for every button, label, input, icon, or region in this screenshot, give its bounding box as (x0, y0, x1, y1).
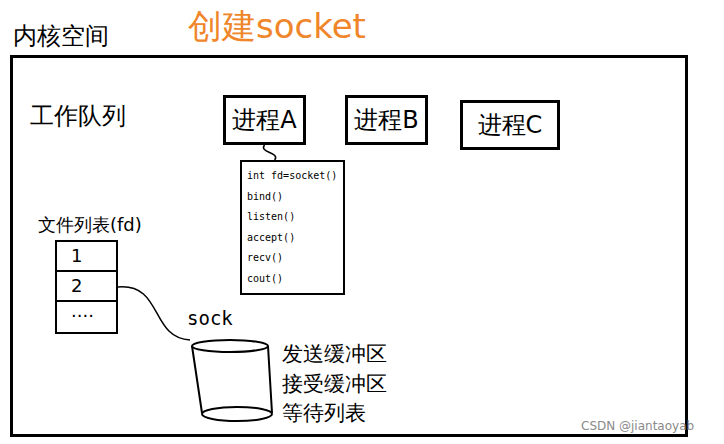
process-box: 进程B (345, 95, 428, 145)
code-line: cout() (247, 269, 338, 290)
node-heading: sock (187, 307, 233, 329)
part-name: 接受缓冲区 (282, 370, 387, 398)
code-box: int fd=socket()bind()listen()accept()rec… (240, 160, 345, 295)
diagram-title: 创建socket (188, 4, 366, 50)
table-cell: ···· (57, 302, 116, 332)
node-text: 进程B (354, 104, 418, 136)
connector-line (118, 287, 190, 340)
part-name: 等待列表 (282, 399, 366, 427)
code-line: recv() (247, 248, 338, 269)
table-heading: 文件列表(fd) (38, 213, 142, 237)
cylinder-outline (190, 338, 274, 424)
sock-cylinder: sock发送缓冲区接受缓冲区等待列表 (190, 338, 274, 424)
process-box: 进程A (223, 95, 306, 145)
code-line: accept() (247, 228, 338, 249)
node-text: 进程A (232, 104, 296, 136)
watermark: CSDN @jiantaoyab (581, 419, 694, 433)
kernel-space-box: 内核空间进程A进程B进程Cint fd=socket()bind()listen… (10, 55, 688, 437)
table-cell: 2 (57, 272, 116, 302)
region-heading: 内核空间 (13, 20, 109, 52)
queue-label: 工作队列 (30, 100, 126, 132)
code-line: int fd=socket() (247, 166, 338, 187)
code-line: bind() (247, 187, 338, 208)
part-name: 发送缓冲区 (282, 340, 387, 368)
node-text: 进程C (478, 109, 543, 141)
process-box: 进程C (460, 100, 560, 150)
fd-table: 文件列表(fd)12···· (55, 240, 118, 334)
table-cell: 1 (57, 242, 116, 272)
connector-line (263, 145, 275, 160)
code-line: listen() (247, 207, 338, 228)
